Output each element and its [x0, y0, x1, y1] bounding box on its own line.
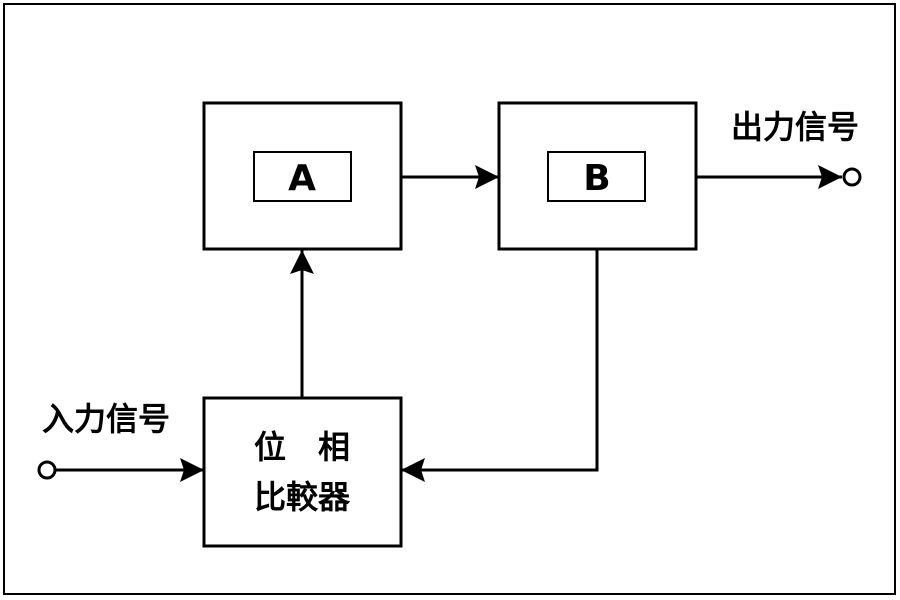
input-signal-label: 入力信号	[42, 400, 170, 438]
block-a-inner-box	[253, 151, 352, 202]
output-signal-label: 出力信号	[731, 108, 859, 146]
outer-frame	[3, 3, 896, 595]
phase-comparator-line2: 比較器	[254, 478, 351, 516]
block-a: A	[202, 101, 403, 251]
phase-comparator-block: 位 相 比較器	[202, 396, 403, 548]
block-b: B	[497, 101, 698, 251]
feedback-line-b-to-comparator	[401, 249, 599, 482]
block-b-inner-box	[547, 151, 646, 202]
output-terminal	[842, 167, 862, 187]
input-terminal	[37, 460, 57, 480]
phase-comparator-line1: 位 相	[254, 428, 350, 466]
block-a-label: A	[288, 158, 316, 199]
block-b-label: B	[583, 158, 610, 199]
